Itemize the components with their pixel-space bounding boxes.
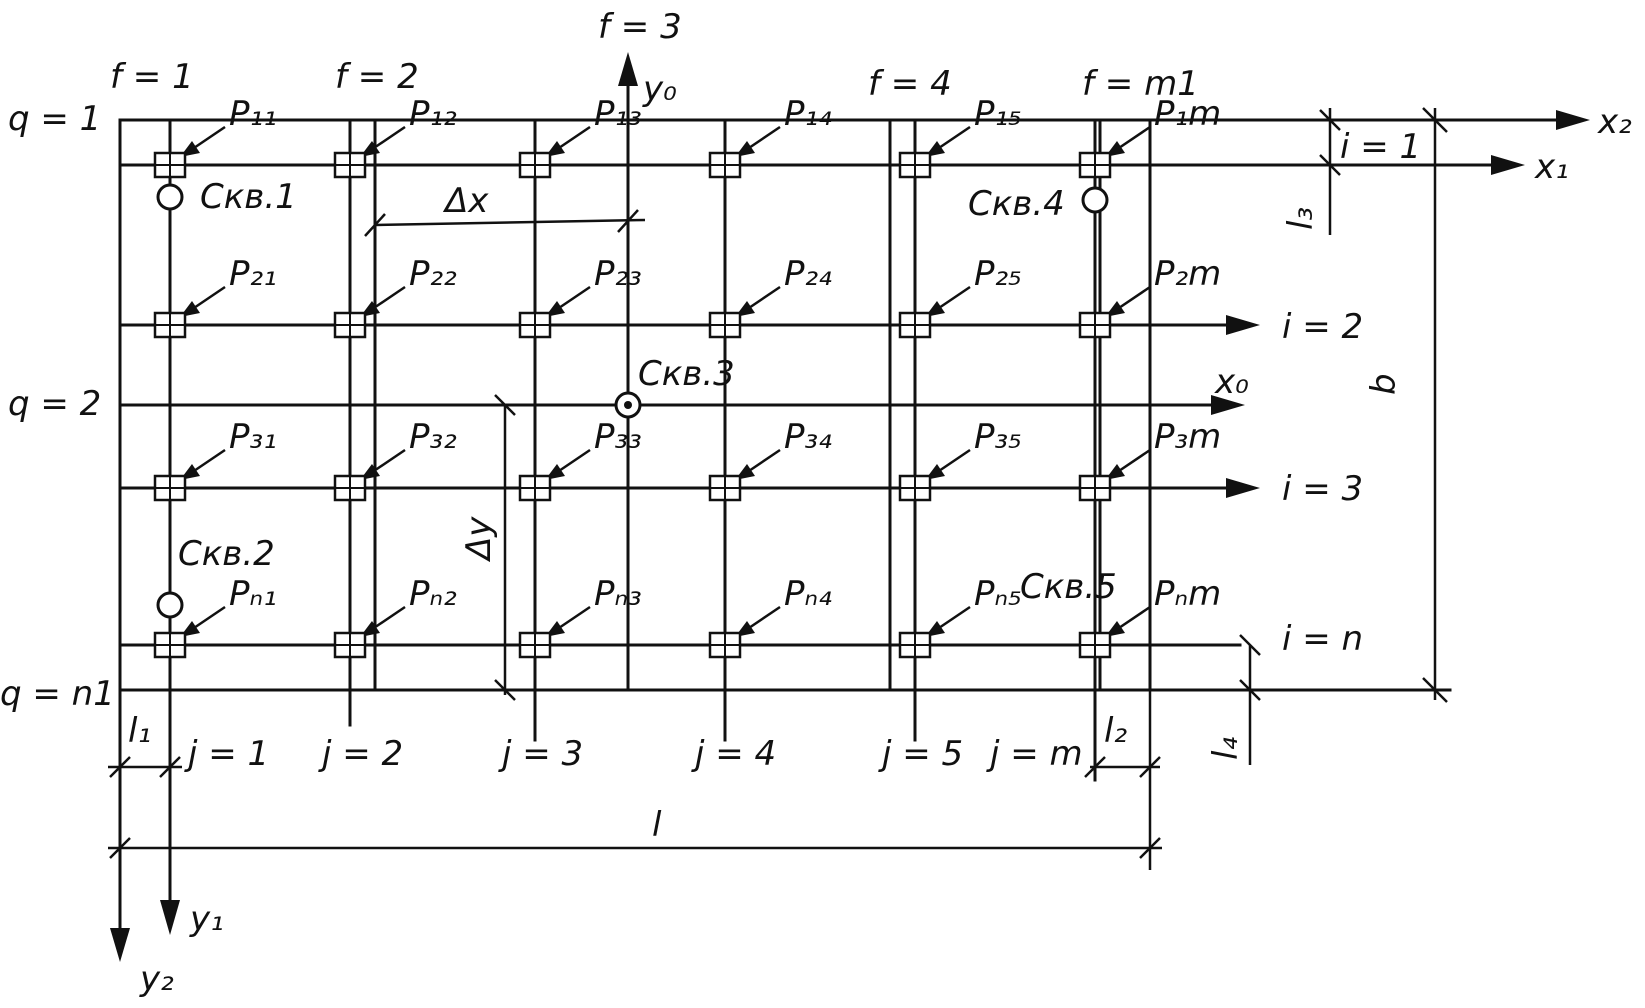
i-label-2: i = 2 — [1282, 307, 1363, 347]
l-label: l — [652, 805, 662, 845]
i-label-1: i = 1 — [1340, 127, 1421, 167]
l1-label: l₁ — [128, 711, 151, 751]
point-label-4-4: Pₙ₄ — [784, 574, 832, 614]
point-label-2-4: P₂₄ — [784, 254, 832, 294]
well-5-label: Скв.5 — [1020, 567, 1117, 607]
point-label-1-4: P₁₄ — [784, 94, 832, 134]
point-label-1-3: P₁₃ — [594, 94, 642, 134]
well-4-marker — [1081, 186, 1109, 214]
dimension-lines — [108, 107, 1448, 870]
y2-axis-label: y₂ — [139, 959, 174, 999]
y1-axis-arrow — [160, 900, 180, 935]
dy-dim-tick-bottom — [494, 679, 516, 701]
j-label-2: j = 2 — [318, 734, 403, 774]
point-label-4-3: Pₙ₃ — [594, 574, 642, 614]
f-label-1: f = 1 — [110, 57, 194, 97]
i3-line-arrow — [1226, 478, 1260, 498]
x2-axis-label: x₂ — [1597, 102, 1632, 142]
b-label: b — [1364, 373, 1404, 395]
l-dim-tick-left — [109, 837, 131, 859]
f-label-m1: f = m1 — [1082, 64, 1199, 104]
point-label-4-5: Pₙ₅ — [974, 574, 1022, 614]
i2-line-arrow — [1226, 315, 1260, 335]
dx-dim-tick-right — [617, 209, 639, 233]
l4-label: l₄ — [1206, 737, 1246, 760]
l2-label: l₂ — [1104, 711, 1127, 751]
l3-dim-tick-bottom — [1319, 154, 1341, 176]
j-label-m: j = m — [986, 734, 1083, 774]
x1-axis-arrow — [1491, 155, 1525, 175]
point-label-4-1: Pₙ₁ — [229, 574, 277, 614]
b-dim-tick-bottom — [1422, 677, 1448, 703]
point-label-3-2: P₃₂ — [409, 417, 457, 457]
point-label-1-1: P₁₁ — [229, 94, 277, 134]
l4-dim-tick-top — [1239, 634, 1261, 656]
point-label-3-5: P₃₅ — [974, 417, 1022, 457]
b-dim-tick-top — [1422, 107, 1448, 133]
y1-axis-label: y₁ — [189, 899, 224, 939]
i-label-n: i = n — [1282, 619, 1363, 659]
f-label-4: f = 4 — [868, 64, 952, 104]
j-label-3: j = 3 — [498, 734, 583, 774]
j-label-5: j = 5 — [878, 734, 963, 774]
grid-points — [153, 151, 1112, 659]
l4-dim-tick-bottom — [1239, 679, 1261, 701]
l1-dim-tick-left — [109, 756, 131, 778]
l3-label: l₃ — [1281, 207, 1321, 230]
well-1-marker — [156, 183, 184, 211]
point-label-2-2: P₂₂ — [409, 254, 457, 294]
point-label-1-6: P₁m — [1154, 94, 1221, 134]
labels: x₂ x₁ x₀ y₀ y₁ y₂ f = 1 f = 2 f = 3 f = … — [0, 7, 1632, 999]
y2-axis-arrow — [110, 928, 130, 962]
y0-axis-arrow — [618, 52, 638, 86]
well-2-marker — [156, 591, 184, 619]
q-label-n1: q = n1 — [0, 674, 115, 714]
well-2-label: Скв.2 — [178, 534, 275, 574]
dx-dim-line — [374, 218, 646, 227]
point-label-2-5: P₂₅ — [974, 254, 1022, 294]
y0-axis-label: y₀ — [642, 69, 677, 109]
dy-dim-tick-top — [494, 394, 516, 416]
l2-dim-tick-left — [1084, 756, 1106, 778]
l3-dim-tick-top — [1319, 109, 1341, 131]
x1-axis-label: x₁ — [1534, 147, 1569, 187]
point-label-2-6: P₂m — [1154, 254, 1221, 294]
j-label-4: j = 4 — [691, 734, 776, 774]
point-label-1-5: P₁₅ — [974, 94, 1022, 134]
point-label-1-2: P₁₂ — [409, 94, 457, 134]
well-3-center — [624, 401, 632, 409]
x0-axis-arrow — [1211, 395, 1245, 415]
well-1-label: Скв.1 — [200, 177, 297, 217]
dx-label: Δx — [442, 181, 489, 221]
i-label-3: i = 3 — [1282, 469, 1363, 509]
point-label-2-1: P₂₁ — [229, 254, 277, 294]
q-label-2: q = 2 — [8, 384, 101, 424]
wells — [156, 183, 1109, 619]
q-label-1: q = 1 — [8, 99, 101, 139]
point-label-3-1: P₃₁ — [229, 417, 277, 457]
f-label-2: f = 2 — [335, 57, 419, 97]
dx-dim-tick-left — [364, 213, 386, 237]
well-4-label: Скв.4 — [968, 184, 1065, 224]
point-label-3-4: P₃₄ — [784, 417, 832, 457]
point-label-4-6: Pₙm — [1154, 574, 1221, 614]
f-label-3: f = 3 — [598, 7, 682, 47]
x0-axis-label: x₀ — [1214, 362, 1249, 402]
point-label-3-6: P₃m — [1154, 417, 1221, 457]
point-label-4-2: Pₙ₂ — [409, 574, 457, 614]
axis-lines — [110, 52, 1590, 962]
grid-lines — [118, 118, 1502, 922]
dy-label: Δy — [459, 516, 499, 563]
point-label-3-3: P₃₃ — [594, 417, 642, 457]
point-label-2-3: P₂₃ — [594, 254, 642, 294]
well-3-label: Скв.3 — [638, 354, 735, 394]
l1-dim-tick-right — [159, 756, 181, 778]
j-label-1: j = 1 — [184, 734, 269, 774]
x2-axis-arrow — [1556, 110, 1590, 130]
l-dim-tick-right — [1139, 837, 1161, 859]
